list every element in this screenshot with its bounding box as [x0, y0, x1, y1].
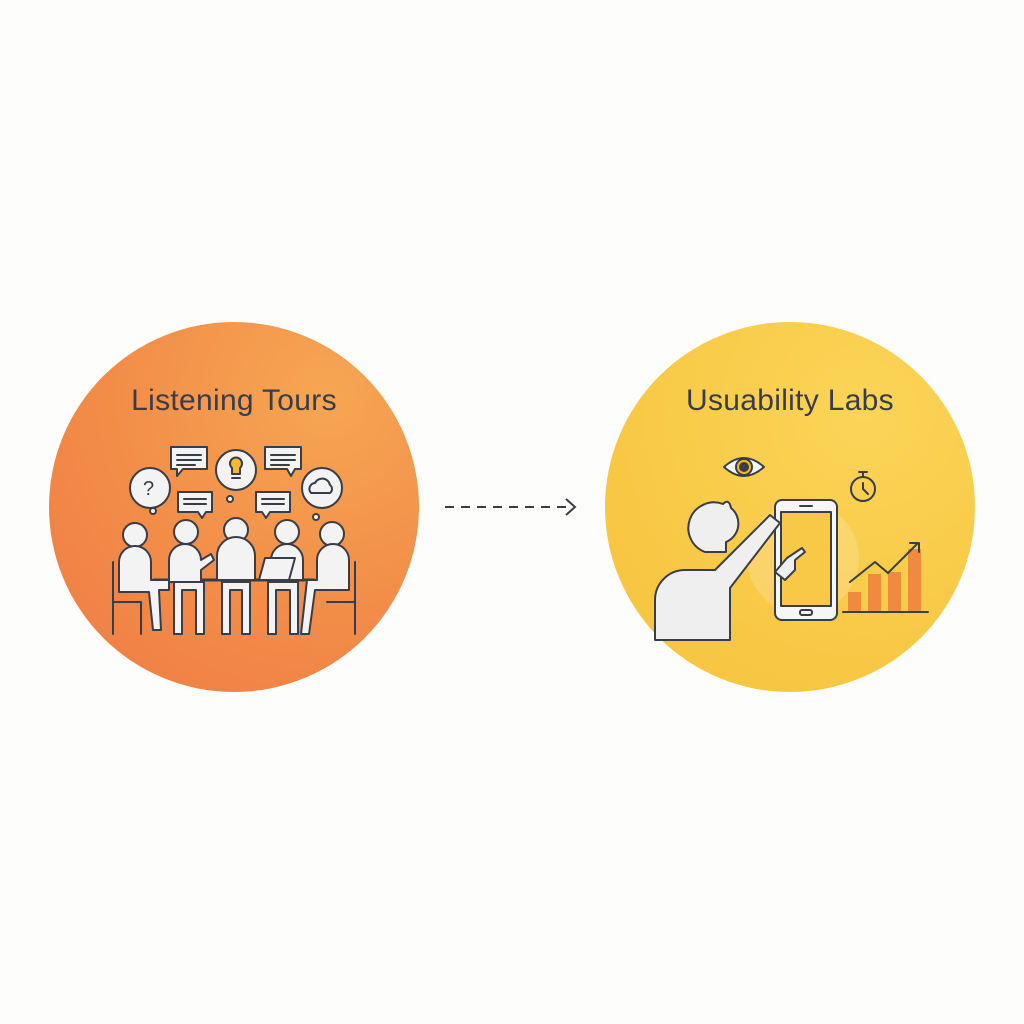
svg-text:?: ? [143, 478, 154, 500]
people [112, 517, 356, 635]
dashed-arrow-right-icon [445, 498, 577, 516]
stage-title: Listening Tours [131, 384, 337, 417]
stopwatch-icon [850, 471, 876, 502]
eye-icon [723, 457, 765, 477]
speech-bubbles: ? [129, 446, 343, 521]
person [654, 500, 806, 641]
usability-testing-icon [654, 457, 929, 641]
stage-usability-labs: Usuability Labs [605, 322, 975, 692]
group-discussion-icon: ? [112, 446, 356, 635]
stage-listening-tours: Listening Tours ? [49, 322, 419, 692]
stage-title: Usuability Labs [686, 384, 894, 417]
bar-chart-icon [842, 542, 929, 613]
